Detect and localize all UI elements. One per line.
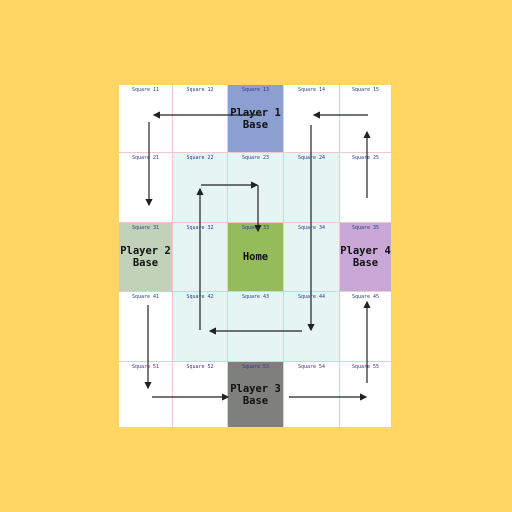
square-label: Square 54 [297,364,326,370]
square-label: Square 22 [186,155,214,161]
square-55[interactable]: Square 55 [340,362,392,428]
square-22[interactable]: Square 22 [173,153,228,223]
square-label: Square 23 [241,155,270,161]
square-51[interactable]: Square 51 [119,362,173,428]
square-label: Square 51 [131,364,160,370]
game-board: Square 11 Square 12 Square 13 Player 1 Base… [119,85,392,428]
base-name: Player 2 Base [120,245,171,269]
square-41[interactable]: Square 41 [119,292,173,362]
square-24[interactable]: Square 24 [284,153,340,223]
square-label: Square 52 [186,364,214,370]
square-label: Square 24 [297,155,326,161]
square-label: Square 14 [297,87,326,93]
square-label: Square 35 [351,225,380,231]
square-23[interactable]: Square 23 [228,153,284,223]
square-label: Square 13 [241,87,270,93]
base-name: Home [242,251,269,263]
square-label: Square 15 [351,87,380,93]
square-52[interactable]: Square 52 [173,362,228,428]
base-name: Player 1 Base [230,106,281,131]
square-label: Square 43 [241,294,270,300]
square-label: Square 31 [131,225,160,231]
square-45[interactable]: Square 45 [340,292,392,362]
square-13[interactable]: Square 13 Player 1 Base [228,85,284,153]
square-label: Square 25 [351,155,380,161]
square-label: Square 34 [297,225,326,231]
square-25[interactable]: Square 25 [340,153,392,223]
square-53[interactable]: Square 53 Player 3 Base [228,362,284,428]
square-42[interactable]: Square 42 [173,292,228,362]
square-34[interactable]: Square 34 [284,223,340,292]
square-label: Square 32 [186,225,214,231]
square-label: Square 12 [186,87,214,93]
square-43[interactable]: Square 43 [228,292,284,362]
square-12[interactable]: Square 12 [173,85,228,153]
square-35[interactable]: Square 35 Player 4 Base [340,223,392,292]
square-label: Square 11 [131,87,160,93]
square-label: Square 45 [351,294,380,300]
square-label: Square 55 [351,364,380,370]
square-31[interactable]: Square 31 Player 2 Base [119,223,173,292]
square-15[interactable]: Square 15 [340,85,392,153]
square-21[interactable]: Square 21 [119,153,173,223]
square-label: Square 21 [131,155,160,161]
square-32[interactable]: Square 32 [173,223,228,292]
square-label: Square 33 [241,225,270,231]
square-label: Square 53 [241,364,270,370]
base-name: Player 3 Base [230,382,281,407]
square-label: Square 44 [297,294,326,300]
square-54[interactable]: Square 54 [284,362,340,428]
square-44[interactable]: Square 44 [284,292,340,362]
square-label: Square 41 [131,294,160,300]
square-33[interactable]: Square 33 Home [228,223,284,292]
base-name: Player 4 Base [340,245,391,269]
square-14[interactable]: Square 14 [284,85,340,153]
square-label: Square 42 [186,294,214,300]
square-11[interactable]: Square 11 [119,85,173,153]
